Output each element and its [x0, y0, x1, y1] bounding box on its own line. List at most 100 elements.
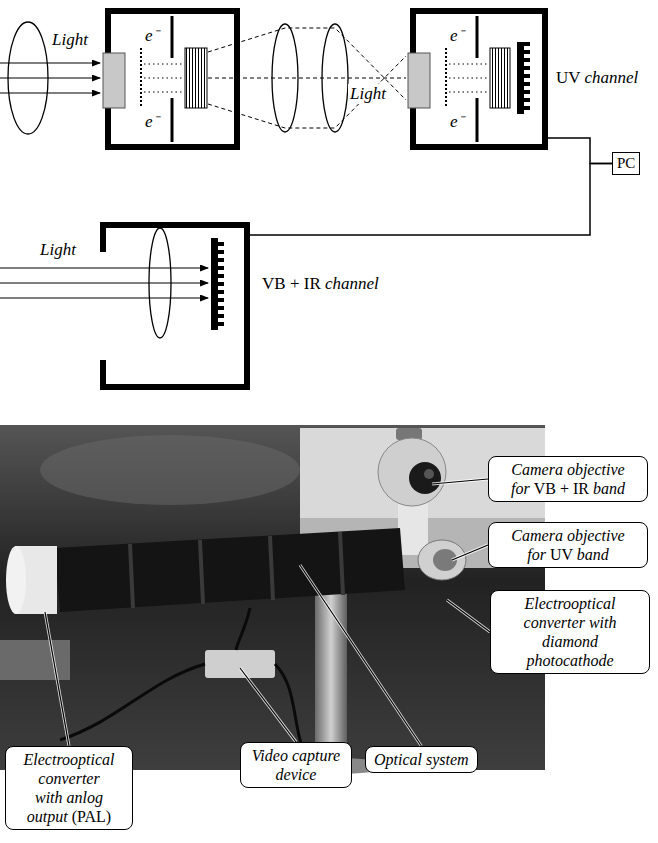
leader-halo: [240, 668, 296, 742]
light-ray: [0, 267, 208, 268]
text-run: converter: [524, 614, 589, 631]
text-run: +: [560, 480, 573, 497]
electron-path: [144, 78, 184, 79]
text-run: diamond: [542, 633, 598, 650]
text-run: IR: [573, 480, 593, 497]
lens: [322, 24, 348, 132]
electron-label: e⁻: [450, 26, 464, 45]
leader-halo: [45, 612, 69, 746]
electrode-plate: [171, 98, 174, 142]
housing-wall: [413, 11, 545, 147]
entrance-window: [103, 53, 125, 108]
text-run: for: [527, 546, 550, 563]
text-run: with: [35, 789, 67, 806]
callout-box: Electrooptical converter with diamond ph…: [490, 590, 650, 674]
text-run: UV: [550, 546, 577, 563]
housing-outline: [410, 8, 548, 150]
sensor-pins: [524, 42, 530, 114]
text-run: channel: [585, 68, 639, 87]
schematic: [0, 16, 530, 338]
light-ray: [0, 62, 100, 63]
electron-path: [449, 78, 489, 79]
callout-box: Video capture device: [240, 742, 352, 788]
callout-text: Camera objective for UV band: [507, 526, 629, 564]
text-run: VB: [534, 480, 560, 497]
entrance-window: [408, 53, 430, 108]
lens: [149, 228, 171, 338]
text-run: anlog: [67, 789, 103, 806]
light-ray: [0, 77, 100, 78]
text-run: device: [276, 766, 317, 783]
electron-path: [144, 64, 184, 65]
text-run: objective: [567, 527, 625, 544]
photocathode-mesh: [140, 48, 142, 108]
light-label: Light: [38, 240, 78, 260]
phosphor-screen: [490, 48, 510, 108]
electron-label: e⁻: [145, 112, 159, 131]
text-run: e⁻: [450, 26, 464, 45]
text-run: (PAL): [72, 808, 111, 825]
light-ray: [0, 297, 208, 298]
callout-text: Camera objective for VB + IR band: [507, 460, 629, 498]
channel-label: VB + IR channel: [262, 274, 379, 293]
photograph: [0, 425, 545, 774]
text-run: Video: [252, 747, 292, 764]
text-run: Light: [350, 84, 386, 103]
text-run: with: [589, 614, 617, 631]
computer-box: PC: [612, 152, 640, 175]
electrode-plate: [476, 98, 479, 142]
callout-text: Video capture device: [248, 746, 344, 784]
electron-path: [144, 92, 184, 93]
text-run: band: [577, 546, 609, 563]
text-run: objective: [567, 461, 625, 478]
leader-line: [240, 668, 296, 742]
text-run: IR: [304, 274, 325, 293]
text-run: UV: [556, 68, 585, 87]
housing-wall: [103, 225, 247, 387]
text-run: Electrooptical: [525, 595, 616, 612]
light-label: Light: [348, 84, 388, 104]
housing-outline: [105, 8, 240, 150]
light-label: Light: [50, 30, 90, 50]
text-run: e⁻: [145, 26, 159, 45]
text-run: band: [593, 480, 625, 497]
text-run: PC: [617, 155, 635, 171]
photocathode-mesh: [445, 48, 447, 108]
electron-label: e⁻: [145, 26, 159, 45]
leader-halo: [447, 600, 490, 632]
electron-path: [449, 92, 489, 93]
leader-halo: [452, 545, 488, 560]
text-run: converter: [38, 770, 99, 787]
image-sensor: [517, 42, 524, 114]
channel-label: UV channel: [556, 68, 638, 87]
text-run: output: [27, 808, 72, 825]
electrode-plate: [476, 16, 479, 58]
leader-halo: [432, 479, 488, 484]
text-run: VB: [262, 274, 290, 293]
text-run: e⁻: [145, 112, 159, 131]
lens: [272, 24, 298, 132]
electrode-plate: [171, 16, 174, 58]
text-run: e⁻: [450, 112, 464, 131]
light-ray: [0, 282, 208, 283]
leader-line: [432, 479, 488, 484]
leader-line: [300, 565, 421, 746]
camera-housing: VB + IR channel: [100, 222, 250, 390]
housing-wall: [108, 11, 237, 147]
signal-wire: [250, 164, 612, 236]
leader-line: [452, 545, 488, 560]
leader-halo: [300, 565, 421, 746]
light-ray: [0, 92, 100, 93]
converter-housing: e⁻e⁻UV channel: [410, 8, 548, 150]
text-run: Optical: [374, 751, 426, 768]
text-run: capture: [292, 747, 340, 764]
callout-text: Electrooptical converter with diamond ph…: [523, 594, 617, 670]
leader-line: [447, 600, 490, 632]
callout-box: Camera objective for UV band: [488, 522, 648, 568]
electron-label: e⁻: [450, 112, 464, 131]
callout-box: Optical system: [365, 746, 478, 773]
converter-housing: e⁻ e⁻: [105, 8, 240, 150]
text-run: system: [426, 751, 469, 768]
text-run: for: [511, 480, 534, 497]
